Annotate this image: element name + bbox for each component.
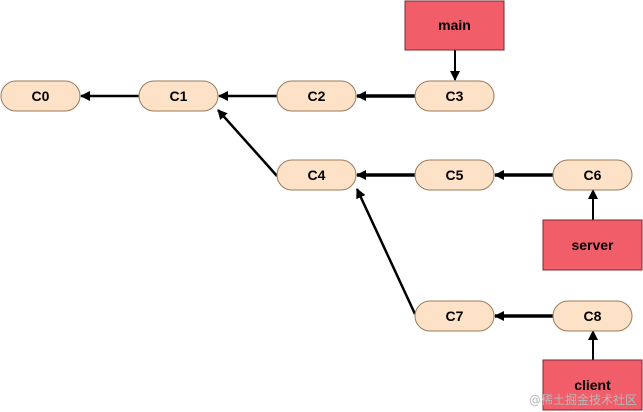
commit-c8: C8 [552,300,633,332]
watermark: @稀土掘金技术社区 [528,393,637,407]
link-c4-c1 [217,109,278,177]
commit-c5-label: C5 [446,167,464,183]
branch-main: main [404,0,505,51]
branch-server: server [542,219,643,271]
commit-c3: C3 [414,80,495,112]
link-c7-c4 [355,188,417,315]
commit-c4-label: C4 [308,167,326,183]
commit-c6: C6 [552,159,633,191]
commit-c0-label: C0 [32,88,50,104]
commit-c0: C0 [0,80,81,112]
parent-links [80,50,598,360]
commit-c6-label: C6 [584,167,602,183]
commit-c8-label: C8 [584,308,602,324]
branch-client-label: client [574,377,611,393]
commit-c2: C2 [276,80,357,112]
commit-c4: C4 [276,159,357,191]
commit-c7-label: C7 [446,308,464,324]
branch-client: client [542,359,643,411]
branch-server-label: server [571,237,614,253]
commit-c2-label: C2 [308,88,326,104]
commit-c7: C7 [414,300,495,332]
commit-c1: C1 [138,80,219,112]
commit-c5: C5 [414,159,495,191]
commit-c3-label: C3 [446,88,464,104]
branch-main-label: main [438,17,471,33]
commit-c1-label: C1 [170,88,188,104]
